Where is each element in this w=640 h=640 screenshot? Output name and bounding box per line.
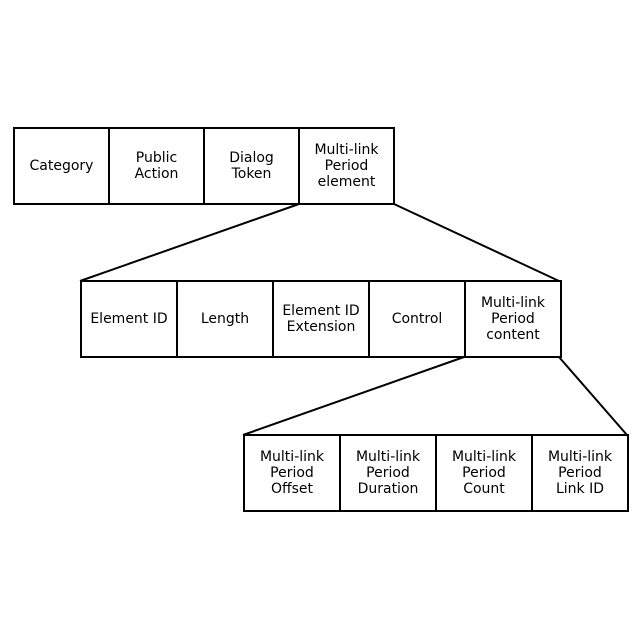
expansion-line-left-2 xyxy=(243,357,464,435)
field-control: Control xyxy=(368,280,466,358)
field-element-id: Element ID xyxy=(80,280,178,358)
expansion-line-left-1 xyxy=(80,204,299,281)
field-category: Category xyxy=(13,127,110,205)
field-element-id-extension: Element ID Extension xyxy=(272,280,370,358)
field-dialog-token: Dialog Token xyxy=(203,127,300,205)
action-frame-row: Category Public Action Dialog Token Mult… xyxy=(13,127,395,205)
expansion-line-right-1 xyxy=(394,204,559,281)
field-multi-link-period-element: Multi-link Period element xyxy=(298,127,395,205)
field-length: Length xyxy=(176,280,274,358)
field-multi-link-period-link-id: Multi-link Period Link ID xyxy=(531,434,629,512)
field-multi-link-period-content: Multi-link Period content xyxy=(464,280,562,358)
element-format-row: Element ID Length Element ID Extension C… xyxy=(80,280,562,358)
content-format-row: Multi-link Period Offset Multi-link Peri… xyxy=(243,434,629,512)
field-multi-link-period-duration: Multi-link Period Duration xyxy=(339,434,437,512)
expansion-line-right-2 xyxy=(559,357,627,435)
field-public-action: Public Action xyxy=(108,127,205,205)
field-multi-link-period-count: Multi-link Period Count xyxy=(435,434,533,512)
field-multi-link-period-offset: Multi-link Period Offset xyxy=(243,434,341,512)
